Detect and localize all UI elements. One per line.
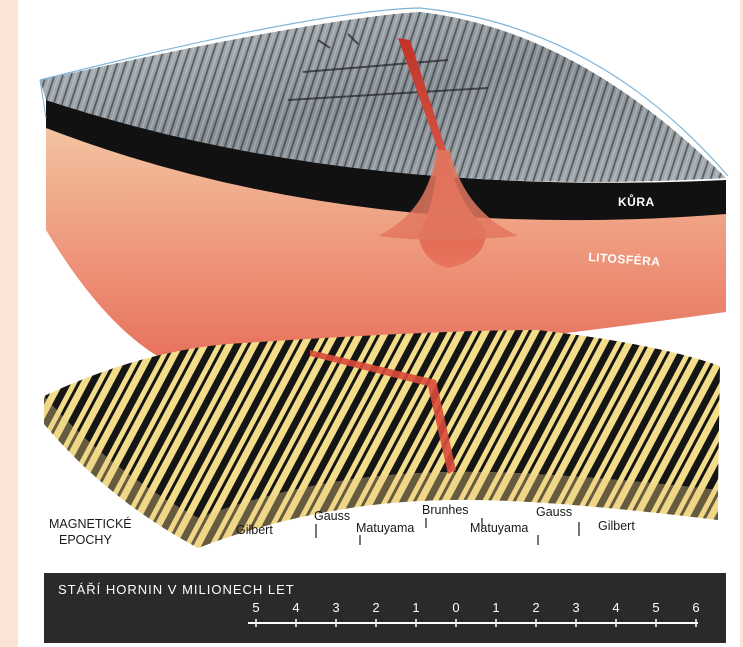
age-scale-tick-label: 5: [252, 600, 259, 615]
age-scale-title: STÁŘÍ HORNIN V MILIONECH LET: [58, 582, 295, 597]
epoch-matuyama-left: Matuyama: [356, 521, 414, 535]
age-scale-tick-label: 3: [572, 600, 579, 615]
age-scale-tick-label: 2: [532, 600, 539, 615]
epoch-gauss-left: Gauss: [314, 509, 350, 523]
epoch-gauss-right: Gauss: [536, 505, 572, 519]
epoch-matuyama-right: Matuyama: [470, 521, 528, 535]
magnetic-epochs-label-line1: MAGNETICKÉ: [49, 516, 132, 531]
seafloor-spreading-diagram: KŮRA LITOSFÉRA MAGNETICKÉ EPOCHY Gilbert…: [18, 0, 740, 647]
crust-lithosphere-block: KŮRA LITOSFÉRA: [40, 8, 728, 362]
crust-label: KŮRA: [618, 193, 655, 209]
age-scale: STÁŘÍ HORNIN V MILIONECH LET 5 4 3 2 1 0 1 2 3 4 5…: [44, 573, 726, 643]
epoch-gilbert-right: Gilbert: [598, 519, 635, 533]
age-scale-tick-label: 6: [692, 600, 699, 615]
age-scale-tick-label: 4: [292, 600, 299, 615]
age-scale-tick-label: 2: [372, 600, 379, 615]
magnetic-stripes-block: [44, 330, 720, 548]
age-scale-tick-label: 3: [332, 600, 339, 615]
age-scale-tick-label: 1: [412, 600, 419, 615]
age-scale-tick-label: 4: [612, 600, 619, 615]
epoch-brunhes: Brunhes: [422, 503, 469, 517]
age-scale-tick-label: 5: [652, 600, 659, 615]
age-scale-tick-label: 0: [452, 600, 459, 615]
magnetic-epochs-label-line2: EPOCHY: [59, 533, 112, 547]
age-scale-tick-label: 1: [492, 600, 499, 615]
page: KŮRA LITOSFÉRA MAGNETICKÉ EPOCHY Gilbert…: [18, 0, 740, 647]
epoch-gilbert-left: Gilbert: [236, 523, 273, 537]
